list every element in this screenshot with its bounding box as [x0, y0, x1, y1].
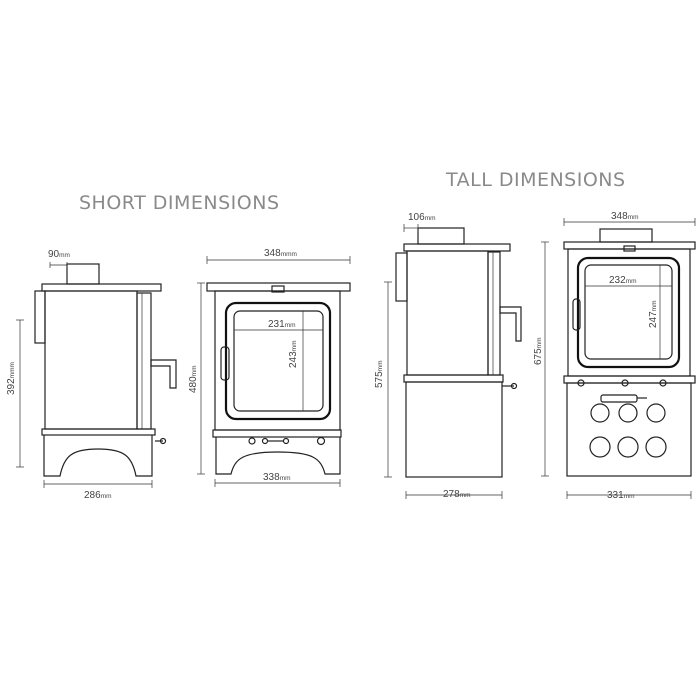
short-height-side-label: 392mmm — [6, 362, 17, 395]
tall-height-side-label: 575mm — [374, 360, 385, 388]
tall-stove-side-view — [395, 227, 522, 478]
short-width-base-label: 338mm — [263, 472, 291, 483]
short-height-front-label: 480mm — [188, 365, 199, 393]
tall-window-width-label: 232mm — [609, 275, 637, 286]
short-stove-side-view — [34, 263, 177, 477]
short-stove-front-view — [206, 282, 351, 475]
short-front-dim-lines — [197, 256, 351, 487]
short-dimensions-title: SHORT DIMENSIONS — [79, 192, 280, 214]
short-flue-offset-label: 90mm — [48, 249, 70, 260]
short-side-dim-lines — [16, 262, 153, 488]
short-width-top-label: 348mmm — [264, 248, 297, 259]
tall-flue-offset-label: 106mm — [408, 212, 436, 223]
tall-height-front-label: 675mm — [533, 337, 544, 365]
tall-front-dim-lines — [541, 218, 696, 499]
tall-dimensions-title: TALL DIMENSIONS — [446, 169, 626, 191]
short-window-height-label: 243mm — [288, 340, 299, 368]
tall-depth-label: 278mm — [443, 489, 471, 500]
tall-width-base-label: 331mm — [607, 490, 635, 501]
tall-window-height-label: 247mm — [648, 300, 659, 328]
short-window-width-label: 231mm — [268, 319, 296, 330]
tall-stove-front-view — [563, 228, 696, 477]
tall-width-top-label: 348mm — [611, 211, 639, 222]
tall-side-dim-lines — [384, 224, 503, 499]
short-depth-label: 286mm — [84, 490, 112, 501]
